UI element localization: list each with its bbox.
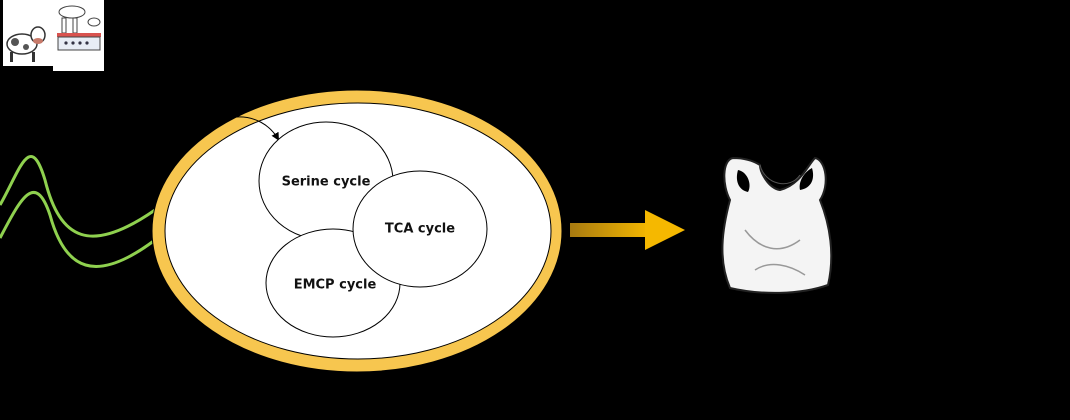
cow-icon [6,26,46,62]
feedstock-icons [3,0,104,71]
output-arrow [570,210,685,250]
light-waves [0,154,156,268]
emcp-cycle-label: EMCP cycle [294,278,377,293]
plastic-bag-icon [721,156,833,294]
factory-icon [57,5,101,51]
serine-cycle-label: Serine cycle [282,175,371,190]
tca-cycle-label: TCA cycle [385,222,455,237]
tca-cycle [352,170,488,288]
uptake-arrow [235,116,279,141]
cell: Serine cycle TCA cycle EMCP cycle [151,89,563,373]
